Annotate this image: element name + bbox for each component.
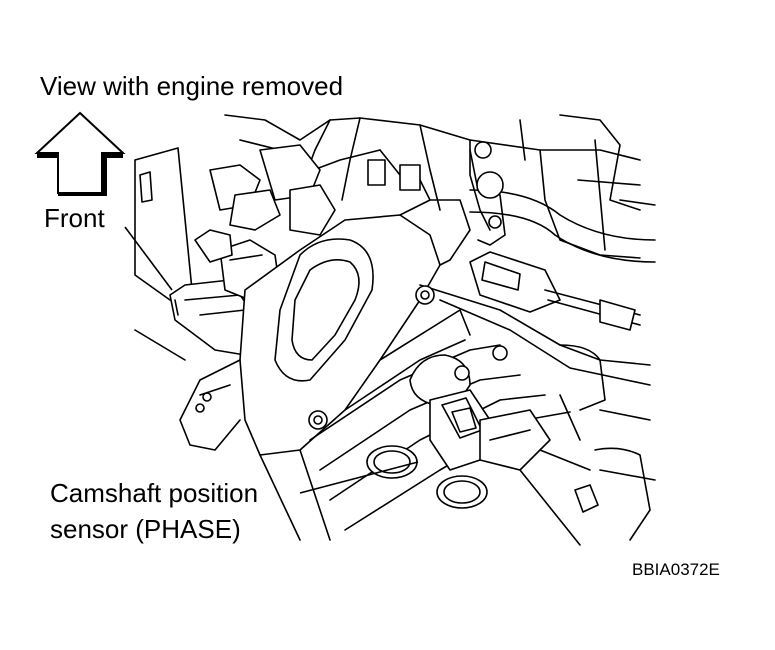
- front-label: Front: [44, 203, 105, 233]
- sensor-callout-line1: Camshaft position: [50, 478, 259, 508]
- mounting-bracket: [134, 147, 193, 361]
- leader-lines: [124, 226, 419, 494]
- hose-harness: [469, 141, 656, 263]
- figure-code: BBIA0372E: [632, 560, 720, 579]
- harness-connector: [469, 251, 641, 331]
- sensor-callout-line2: sensor (PHASE): [50, 514, 241, 544]
- front-leader-line: [124, 226, 173, 291]
- cylinder-head-manifold: [179, 199, 471, 456]
- sensor-leader-line: [299, 461, 419, 494]
- lower-engine-components: [366, 344, 656, 546]
- upper-engine-components: [209, 114, 656, 259]
- up-arrow-icon: [34, 111, 126, 196]
- view-title: View with engine removed: [40, 71, 344, 101]
- camshaft-position-sensor: [409, 354, 551, 471]
